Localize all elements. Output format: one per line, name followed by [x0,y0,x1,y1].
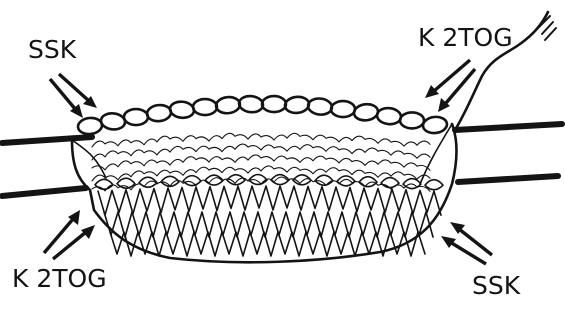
stitch-loop [77,117,103,135]
stitch-head [337,176,355,186]
stitch-loop [238,95,264,113]
label-k2tog-top-right: K 2TOG [418,23,513,52]
stitch-head [425,180,443,190]
stitch-head [381,178,399,188]
double-arrow-icon [44,210,95,259]
stitch-loop [169,101,195,119]
stitch-loop [353,103,379,121]
stitch-loop [331,101,355,117]
stitch-loop [422,116,448,134]
knitted-fabric-icon [72,95,457,262]
stitch-zigzag [104,212,433,237]
label-ssk-bottom-right: SSK [472,271,521,300]
double-arrow-icon [50,74,97,118]
double-arrow-icon [441,222,492,264]
stitch-head [95,179,113,189]
stitch-loop [146,104,172,122]
stitch-row [92,133,430,147]
stitch-loop [100,112,126,130]
stitch-loop [124,109,148,125]
stitch-head [205,175,223,185]
stitch-head [359,177,377,187]
stitch-loop [215,96,241,114]
stitch-loop [284,96,310,114]
stitch-loop [193,99,217,115]
stitch-head [161,176,179,186]
stitch-loop [376,107,402,125]
stitch-head [183,176,201,186]
stitch-loop [400,112,424,128]
stitch-loop [262,96,286,112]
label-ssk-top-left: SSK [28,35,77,64]
stitch-loop [307,97,333,115]
stitch-row [92,155,430,170]
label-k2tog-bottom-left: K 2TOG [12,264,107,293]
stitch-zigzag [98,186,441,215]
